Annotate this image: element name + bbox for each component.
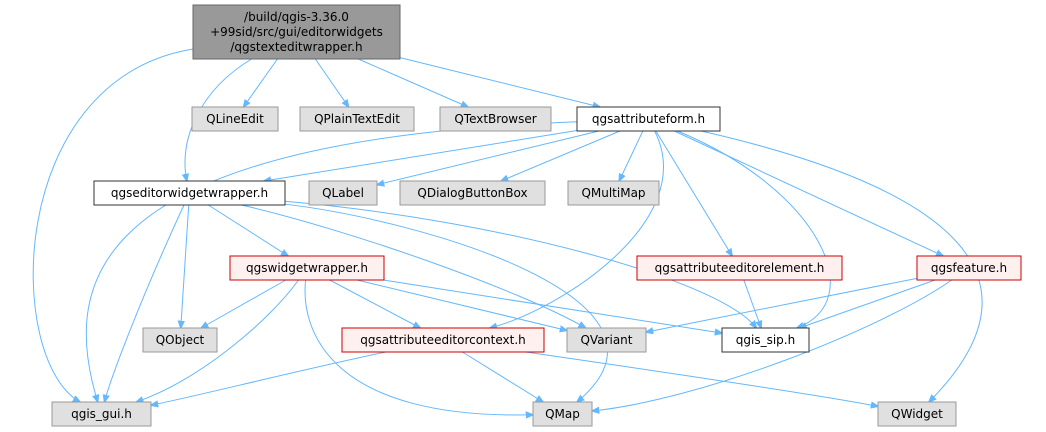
node-qmultimap[interactable]: QMultiMap (567, 180, 660, 206)
node-qmap[interactable]: QMap (532, 401, 593, 427)
edge-qgsattributeform-to-qgis_gui (85, 121, 578, 402)
node-label: QPlainTextEdit (314, 112, 400, 126)
edge-qgseditorwidgetwrapper-to-qgis_sip (284, 200, 756, 328)
node-label: qgsattributeform.h (592, 112, 705, 126)
node-label: QVariant (580, 333, 632, 347)
node-qgsattributeeditorcontext[interactable]: qgsattributeeditorcontext.h (341, 327, 545, 353)
edge-layer (32, 48, 983, 415)
node-label: qgis_gui.h (71, 407, 132, 421)
node-label: qgseditorwidgetwrapper.h (111, 186, 268, 200)
node-label: QDialogButtonBox (417, 186, 527, 200)
edge-qgsattributeform-to-qgsattributeeditorelement (655, 130, 732, 256)
edge-qgswidgetwrapper-to-qobject (201, 279, 287, 328)
edge-qgsfeature-to-qgis_sip (799, 279, 936, 328)
edge-root-to-qtextbrowser (358, 58, 468, 107)
edge-qgsfeature-to-qmap (592, 279, 953, 411)
node-box (439, 106, 552, 132)
node-box (229, 255, 385, 281)
node-box (308, 180, 378, 206)
node-box (567, 180, 660, 206)
node-label: qgsfeature.h (931, 261, 1007, 275)
edge-qgsattributeform-to-qgseditorwidgetwrapper (264, 130, 578, 181)
node-qgsattributeeditorelement[interactable]: qgsattributeeditorelement.h (636, 255, 843, 281)
node-qplaintextedit[interactable]: QPlainTextEdit (299, 106, 415, 132)
node-label: /qgstexteditwrapper.h (230, 40, 362, 54)
node-box (532, 401, 593, 427)
node-qdialogbuttonbox[interactable]: QDialogButtonBox (399, 180, 546, 206)
edge-qgseditorwidgetwrapper-to-qgis_gui (105, 204, 185, 402)
node-label: QWidget (891, 407, 943, 421)
node-label: qgis_sip.h (736, 333, 795, 347)
node-box (93, 180, 286, 206)
edge-qgsattributeform-to-qlabel (377, 130, 600, 185)
node-qtextbrowser[interactable]: QTextBrowser (439, 106, 552, 132)
edge-qgswidgetwrapper-to-qvariant (356, 279, 567, 331)
edge-qgswidgetwrapper-to-qgis_gui (136, 279, 299, 402)
node-label: qgsattributeeditorelement.h (655, 261, 825, 275)
node-qgseditorwidgetwrapper[interactable]: qgseditorwidgetwrapper.h (93, 180, 286, 206)
edge-root-to-qgis_gui (32, 48, 194, 402)
node-box (566, 327, 647, 353)
node-qgswidgetwrapper[interactable]: qgswidgetwrapper.h (229, 255, 385, 281)
node-box (51, 401, 152, 427)
node-box (341, 327, 545, 353)
node-box (576, 106, 721, 132)
node-label: QObject (156, 333, 205, 347)
edge-qgswidgetwrapper-to-qgis_sip (383, 279, 722, 333)
edge-qgswidgetwrapper-to-qgsattributeeditorcontext (329, 279, 421, 328)
node-root: /build/qgis-3.36.0+99sid/src/gui/editorw… (192, 4, 401, 60)
edge-qgsattributeform-to-qgis_sip (677, 130, 831, 328)
node-qgis_gui[interactable]: qgis_gui.h (51, 401, 152, 427)
node-box (721, 327, 810, 353)
node-label: QMap (545, 407, 580, 421)
node-label: qgswidgetwrapper.h (246, 261, 368, 275)
edge-qgsattributeform-to-qmultimap (619, 130, 644, 181)
edge-qgseditorwidgetwrapper-to-qmap (284, 203, 608, 402)
node-box (399, 180, 546, 206)
edge-qgsattributeeditorelement-to-qgis_sip (743, 279, 761, 328)
node-label: QTextBrowser (454, 112, 536, 126)
node-layer: /build/qgis-3.36.0+99sid/src/gui/editorw… (51, 4, 1022, 427)
edge-qgseditorwidgetwrapper-to-qobject (181, 204, 190, 328)
edge-qgswidgetwrapper-to-qmap (304, 279, 533, 415)
edge-qgsattributeeditorcontext-to-qwidget (525, 351, 878, 406)
node-label: QMultiMap (581, 186, 645, 200)
node-box (299, 106, 415, 132)
node-label: QLineEdit (206, 112, 264, 126)
node-qvariant[interactable]: QVariant (566, 327, 647, 353)
node-box (636, 255, 843, 281)
node-qobject[interactable]: QObject (142, 327, 218, 353)
node-qlineedit[interactable]: QLineEdit (191, 106, 279, 132)
edge-qgsattributeform-to-qgsfeature (674, 130, 943, 256)
edge-qgsfeature-to-qvariant (646, 277, 918, 332)
node-qgis_sip[interactable]: qgis_sip.h (721, 327, 810, 353)
node-box (142, 327, 218, 353)
edge-qgsattributeeditorcontext-to-qmap (462, 351, 543, 402)
edge-root-to-qlineedit (243, 58, 278, 107)
edge-qgsattributeform-to-qdialogbuttonbox (501, 130, 621, 181)
edge-qgseditorwidgetwrapper-to-qvariant (241, 204, 586, 328)
edge-qgsattributeeditorcontext-to-qgis_gui (151, 351, 386, 405)
node-label: qgsattributeeditorcontext.h (360, 333, 526, 347)
edge-root-to-qgsattributeform (399, 57, 600, 107)
node-qgsfeature[interactable]: qgsfeature.h (916, 255, 1022, 281)
node-qlabel[interactable]: QLabel (308, 180, 378, 206)
node-label: QLabel (322, 186, 364, 200)
edge-qgseditorwidgetwrapper-to-qgswidgetwrapper (208, 204, 288, 256)
edge-qgsattributeform-to-qwidget (701, 130, 983, 402)
node-box (192, 4, 401, 60)
node-qwidget[interactable]: QWidget (877, 401, 957, 427)
node-box (191, 106, 279, 132)
edge-qgsattributeform-to-qgsattributeeditorcontext (490, 130, 664, 328)
node-label: /build/qgis-3.36.0 (244, 10, 349, 24)
node-box (877, 401, 957, 427)
node-qgsattributeform[interactable]: qgsattributeform.h (576, 106, 721, 132)
edge-root-to-qplaintextedit (314, 58, 348, 107)
node-box (916, 255, 1022, 281)
node-label: +99sid/src/gui/editorwidgets (210, 25, 383, 39)
